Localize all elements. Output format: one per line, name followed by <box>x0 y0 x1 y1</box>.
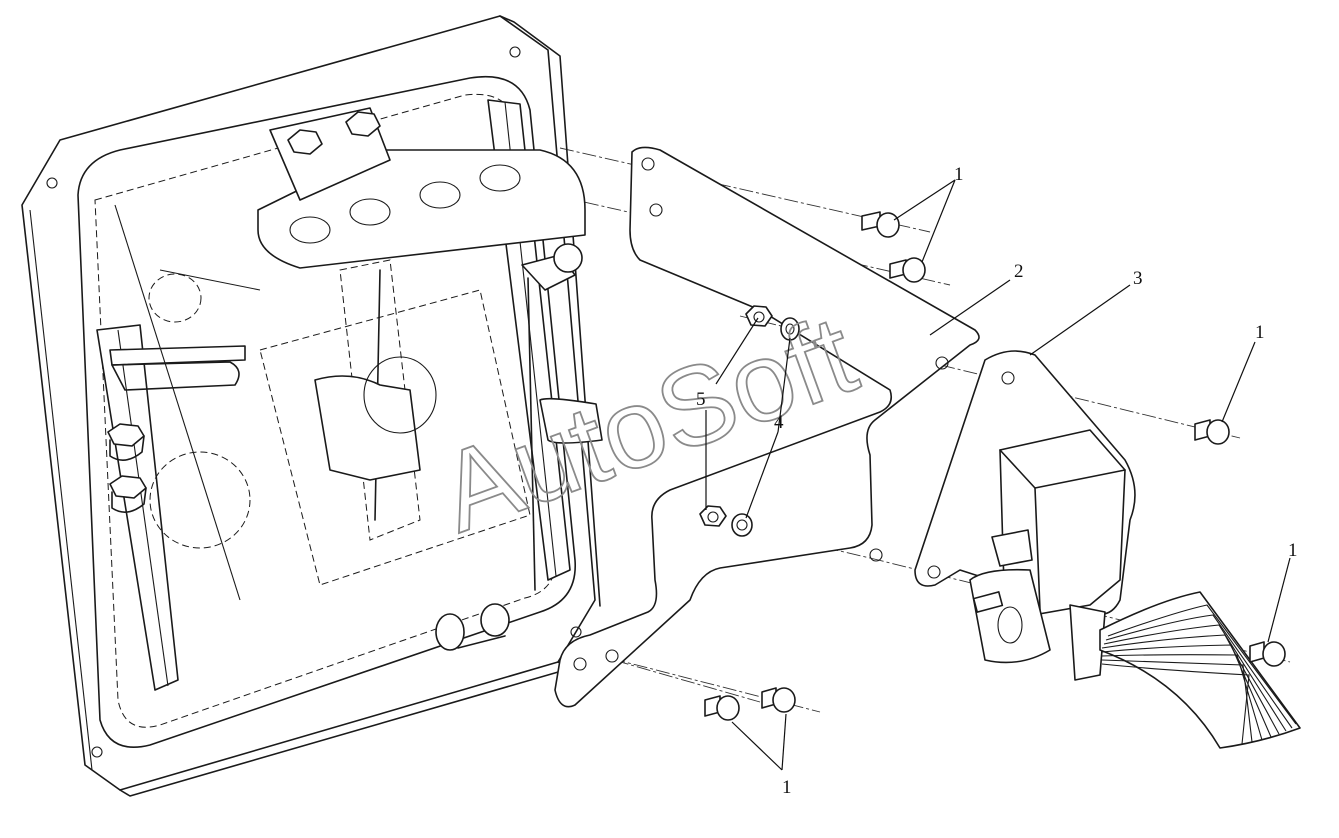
callout-nut: 5 <box>696 389 706 410</box>
bolt-bottom-left <box>704 695 740 721</box>
nut-upper <box>745 305 773 327</box>
panel-bolt-left-upper <box>107 423 145 461</box>
bolt-right-lower <box>1249 641 1286 667</box>
callout-bracket: 2 <box>1014 261 1024 282</box>
bolt-bottom-right <box>761 687 796 713</box>
callout-pedal-mount: 3 <box>1133 268 1143 289</box>
callout-bolt-right-upper: 1 <box>1255 322 1265 343</box>
panel-bolt-top-left <box>287 129 323 155</box>
panel-link-bottom <box>435 603 510 651</box>
bolt-top-upper <box>861 211 900 238</box>
callout-bolt-right-lower: 1 <box>1288 540 1298 561</box>
bolt-right-upper <box>1194 419 1230 445</box>
panel-bolt-left-lower <box>109 475 147 513</box>
mounting-panel <box>21 15 603 797</box>
nut-lower <box>699 505 727 527</box>
accelerator-pedal-assembly <box>914 350 1301 749</box>
callout-bolt-bottom: 1 <box>782 777 792 798</box>
callout-bolt-top: 1 <box>954 164 964 185</box>
washer-lower <box>731 513 753 537</box>
callout-washer: 4 <box>774 412 784 433</box>
bolt-top-lower <box>889 257 926 283</box>
pedal-bracket <box>554 146 980 708</box>
leader-lines <box>705 179 1291 771</box>
panel-bolt-top-right <box>345 111 381 137</box>
